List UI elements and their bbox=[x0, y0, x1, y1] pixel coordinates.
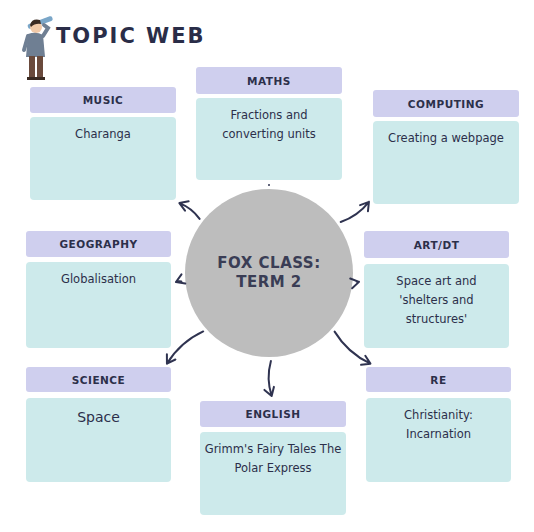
subject-body: Space bbox=[26, 398, 171, 482]
arrow-connector bbox=[264, 361, 274, 396]
subject-card: RE Christianity: Incarnation bbox=[366, 367, 511, 482]
arrow-connector bbox=[335, 332, 371, 365]
subject-card: COMPUTING Creating a webpage bbox=[373, 90, 519, 204]
subject-heading: MUSIC bbox=[30, 87, 176, 113]
person-illustration bbox=[10, 12, 56, 82]
diagram-title: TOPIC WEB bbox=[56, 24, 206, 48]
subject-body: Creating a webpage bbox=[373, 121, 519, 204]
subject-card: SCIENCE Space bbox=[26, 367, 171, 482]
subject-body: Globalisation bbox=[26, 262, 171, 348]
subject-heading: SCIENCE bbox=[26, 367, 171, 392]
arrow-connector bbox=[167, 331, 203, 363]
subject-body: Space art and 'shelters and structures' bbox=[364, 264, 509, 348]
subject-card: ENGLISH Grimm's Fairy Tales The Polar Exp… bbox=[200, 401, 346, 515]
center-label: FOX CLASS: TERM 2 bbox=[213, 254, 325, 293]
subject-heading: ART/DT bbox=[364, 231, 509, 258]
arrow-connector bbox=[176, 274, 185, 283]
arrow-connector bbox=[350, 278, 359, 288]
subject-card: MATHS Fractions and converting units bbox=[196, 67, 342, 180]
subject-heading: COMPUTING bbox=[373, 90, 519, 117]
subject-body: Charanga bbox=[30, 117, 176, 200]
subject-heading: GEOGRAPHY bbox=[26, 231, 171, 257]
subject-card: ART/DT Space art and 'shelters and struct… bbox=[364, 231, 509, 348]
subject-heading: ENGLISH bbox=[200, 401, 346, 427]
subject-card: MUSIC Charanga bbox=[30, 87, 176, 200]
subject-heading: RE bbox=[366, 367, 511, 392]
subject-heading: MATHS bbox=[196, 67, 342, 94]
center-circle: FOX CLASS: TERM 2 bbox=[185, 189, 353, 357]
subject-body: Fractions and converting units bbox=[196, 98, 342, 180]
subject-card: GEOGRAPHY Globalisation bbox=[26, 231, 171, 348]
subject-body: Christianity: Incarnation bbox=[366, 398, 511, 482]
subject-body: Grimm's Fairy Tales The Polar Express bbox=[200, 432, 346, 515]
arrow-connector bbox=[341, 202, 369, 222]
arrow-connector bbox=[179, 201, 199, 219]
